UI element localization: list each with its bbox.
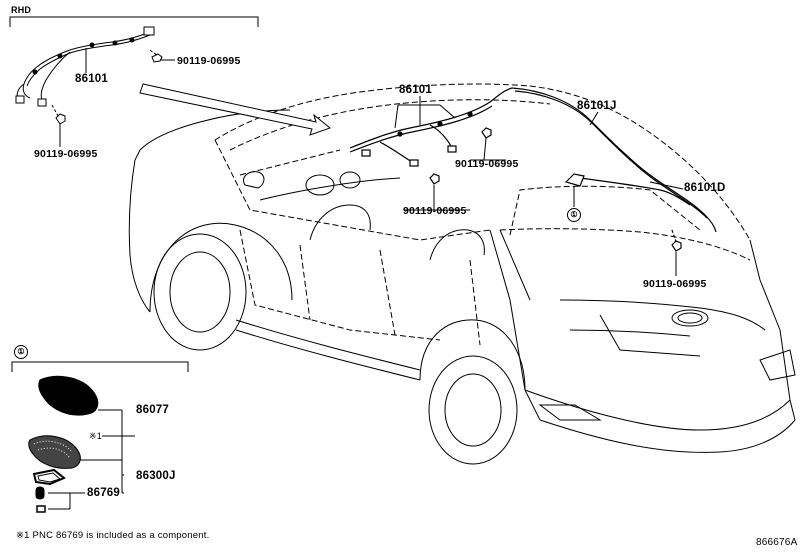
label-rhd-clip-top[interactable]: 90119-06995 [177, 55, 241, 67]
label-main-harness[interactable]: 86101 [399, 84, 432, 96]
label-note-mark: ※1 [89, 431, 102, 441]
detail-bracket [11, 361, 189, 372]
vehicle-body-solid [128, 109, 796, 465]
label-main-clip-a[interactable]: 90119-06995 [455, 158, 519, 170]
label-rear-clip[interactable]: 90119-06995 [643, 278, 707, 290]
antenna-assy-drawing [28, 410, 135, 476]
label-rhd-clip-bottom[interactable]: 90119-06995 [34, 148, 98, 160]
rhd-title: RHD [11, 5, 32, 15]
car-callout-marker[interactable]: ① [567, 208, 581, 222]
label-harness-j[interactable]: 86101J [577, 100, 617, 112]
label-antenna-cover[interactable]: 86077 [136, 404, 169, 416]
gasket-drawing [32, 468, 124, 513]
figure-id: 866676A [756, 537, 798, 548]
rhd-harness-drawing [15, 26, 175, 147]
label-rhd-harness[interactable]: 86101 [75, 73, 108, 85]
detail-section-marker: ① [14, 345, 28, 359]
pointer-arrow [139, 83, 332, 136]
antenna-cover-drawing [38, 375, 123, 437]
label-main-clip-b[interactable]: 90119-06995 [403, 205, 467, 217]
roof-harness-drawing [349, 87, 717, 252]
footnote: ※1 PNC 86769 is included as a component. [16, 530, 210, 541]
leader-lines [394, 96, 684, 276]
rhd-bracket [9, 16, 259, 27]
label-antenna-assy[interactable]: 86300J [136, 470, 176, 482]
label-harness-d[interactable]: 86101D [684, 182, 726, 194]
label-gasket[interactable]: 86769 [87, 487, 120, 499]
vehicle-body [214, 83, 751, 346]
